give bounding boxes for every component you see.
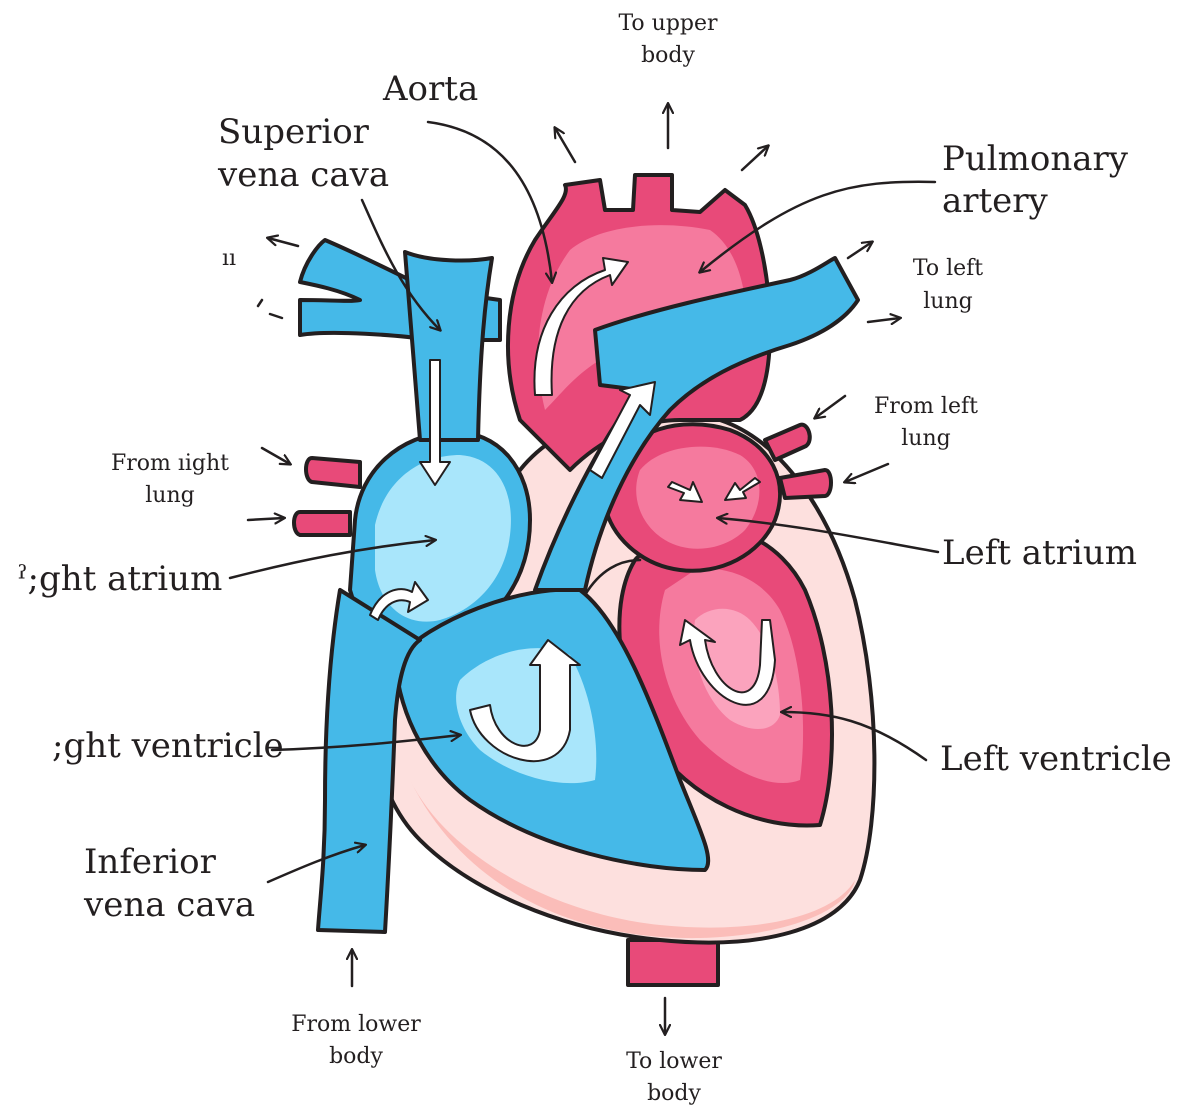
label-to-right-lung-fragment: ıı <box>222 246 236 271</box>
label-from-lower-body-1: From lower <box>291 1012 421 1037</box>
superior-vena-cava-vessel <box>405 252 492 440</box>
label-to-upper-body-1: To upper <box>618 11 718 36</box>
label-from-right-lung-2: lung <box>145 483 194 508</box>
arrow-from-left-lung-bottom <box>845 464 888 482</box>
label-to-left-lung-1: To left <box>913 256 983 281</box>
label-superior-vena-cava-2: vena cava <box>217 155 389 195</box>
heart-illustration <box>294 175 874 985</box>
arrow-up-right <box>742 146 768 170</box>
arrow-from-right-lung-top <box>262 448 290 464</box>
arrow-to-left-lung-top <box>848 242 872 258</box>
label-pulmonary-artery-1: Pulmonary <box>942 139 1129 179</box>
label-from-left-lung-2: lung <box>901 426 950 451</box>
label-superior-vena-cava-1: Superior <box>218 112 370 152</box>
descending-aorta <box>628 940 718 985</box>
label-pulmonary-artery-2: artery <box>942 181 1049 221</box>
label-inferior-vena-cava-1: Inferior <box>84 842 217 882</box>
label-to-left-lung-2: lung <box>923 289 972 314</box>
label-left-atrium: Left atrium <box>942 533 1137 573</box>
right-pulmonary-vein-lower <box>294 512 350 535</box>
label-to-lower-body-2: body <box>647 1081 701 1106</box>
label-from-lower-body-2: body <box>329 1044 383 1069</box>
left-pulmonary-vein-upper <box>765 425 810 460</box>
label-right-atrium: ˀ;ght atrium <box>18 559 222 599</box>
label-left-ventricle: Left ventricle <box>940 739 1172 779</box>
arrow-to-left-lung-bottom <box>868 318 900 322</box>
label-right-ventricle: ;ght ventricle <box>52 726 284 766</box>
right-pulmonary-vein-upper <box>306 458 360 487</box>
label-aorta: Aorta <box>382 69 478 109</box>
label-to-upper-body-2: body <box>641 43 695 68</box>
arrow-to-right-lung-top <box>268 238 298 246</box>
label-inferior-vena-cava-2: vena cava <box>83 885 255 925</box>
arrow-from-right-lung-bottom <box>248 518 284 520</box>
arrow-from-left-lung-top <box>815 396 845 418</box>
label-to-lower-body-1: To lower <box>626 1049 722 1074</box>
arrow-up-left <box>555 128 575 162</box>
arrow-to-right-lung-fragment <box>258 300 282 318</box>
label-from-left-lung-1: From left <box>874 394 978 419</box>
label-from-right-lung-1: From ıight <box>111 451 229 476</box>
